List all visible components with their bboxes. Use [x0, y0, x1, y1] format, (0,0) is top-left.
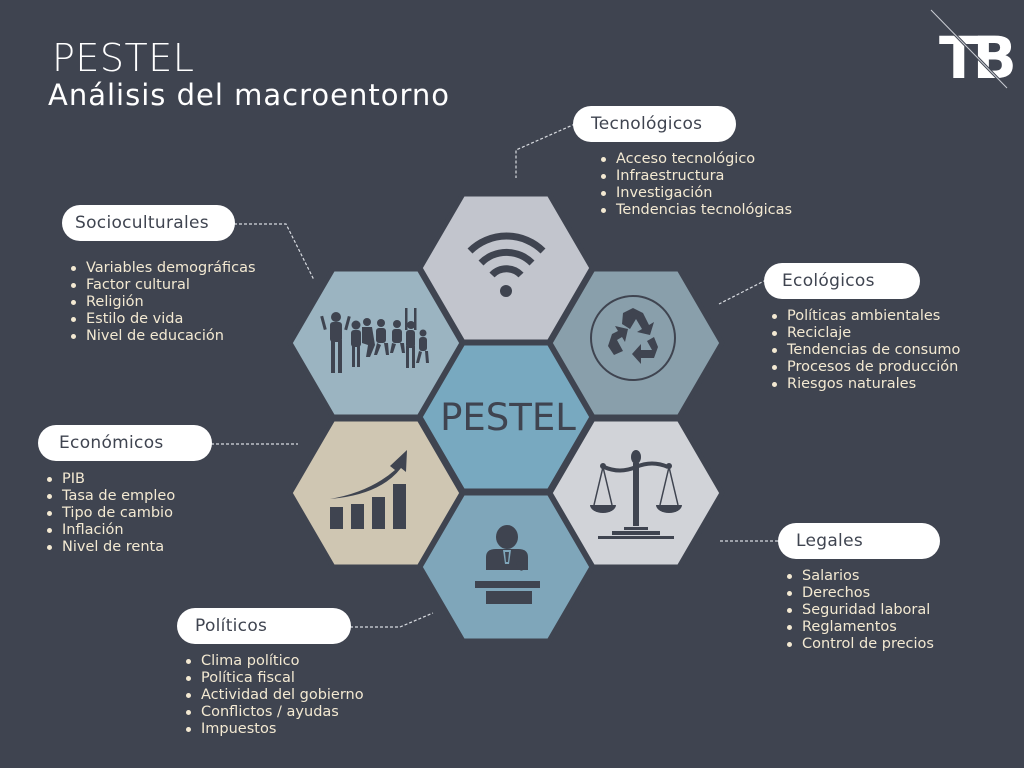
label-text: Tecnológicos [591, 114, 703, 134]
label-ecologicos: Ecológicos [764, 263, 920, 299]
list-item: Nivel de educación [68, 328, 256, 345]
center-label: PESTEL [440, 396, 576, 439]
list-ecologicos: Políticas ambientales Reciclaje Tendenci… [769, 308, 960, 393]
label-text: Económicos [59, 433, 164, 453]
list-item: Nivel de renta [44, 539, 175, 556]
wifi-icon [467, 232, 546, 297]
label-legales: Legales [778, 523, 940, 559]
list-item: Tendencias tecnológicas [598, 202, 792, 219]
page-subtitle: Análisis del macroentorno [48, 78, 450, 112]
speaker-podium-icon [475, 525, 540, 604]
list-item: Tasa de empleo [44, 488, 175, 505]
scales-of-justice-icon [590, 450, 682, 539]
people-jumping-icon [320, 308, 429, 373]
list-item: PIB [44, 471, 175, 488]
label-politicos: Políticos [177, 608, 351, 644]
list-item: Impuestos [183, 721, 364, 738]
label-text: Legales [796, 531, 863, 551]
list-item: Reciclaje [769, 325, 960, 342]
list-socioculturales: Variables demográficas Factor cultural R… [68, 260, 256, 345]
tb-logo-icon: TB [929, 8, 1015, 92]
list-item: Factor cultural [68, 277, 256, 294]
list-item: Seguridad laboral [784, 602, 934, 619]
list-item: Acceso tecnológico [598, 151, 792, 168]
list-item: Actividad del gobierno [183, 687, 364, 704]
label-text: Socioculturales [75, 213, 209, 233]
list-item: Infraestructura [598, 168, 792, 185]
list-item: Variables demográficas [68, 260, 256, 277]
list-item: Conflictos / ayudas [183, 704, 364, 721]
label-tecnologicos: Tecnológicos [573, 106, 736, 142]
list-item: Política fiscal [183, 670, 364, 687]
list-item: Salarios [784, 568, 934, 585]
list-item: Políticas ambientales [769, 308, 960, 325]
list-legales: Salarios Derechos Seguridad laboral Regl… [784, 568, 934, 653]
list-item: Tipo de cambio [44, 505, 175, 522]
list-item: Tendencias de consumo [769, 342, 960, 359]
list-tecnologicos: Acceso tecnológico Infraestructura Inves… [598, 151, 792, 219]
growth-chart-icon [330, 450, 407, 529]
label-economicos: Económicos [38, 425, 212, 461]
list-item: Inflación [44, 522, 175, 539]
list-item: Investigación [598, 185, 792, 202]
list-item: Reglamentos [784, 619, 934, 636]
list-item: Religión [68, 294, 256, 311]
list-economicos: PIB Tasa de empleo Tipo de cambio Inflac… [44, 471, 175, 556]
list-item: Control de precios [784, 636, 934, 653]
list-item: Procesos de producción [769, 359, 960, 376]
list-item: Estilo de vida [68, 311, 256, 328]
label-text: Políticos [195, 616, 268, 636]
list-politicos: Clima político Política fiscal Actividad… [183, 653, 364, 738]
recycle-icon [590, 295, 676, 381]
list-item: Riesgos naturales [769, 376, 960, 393]
list-item: Derechos [784, 585, 934, 602]
label-text: Ecológicos [782, 271, 875, 291]
page-title: PESTEL [52, 36, 195, 80]
connector-lines [211, 123, 778, 628]
list-item: Clima político [183, 653, 364, 670]
label-socioculturales: Socioculturales [62, 205, 235, 241]
